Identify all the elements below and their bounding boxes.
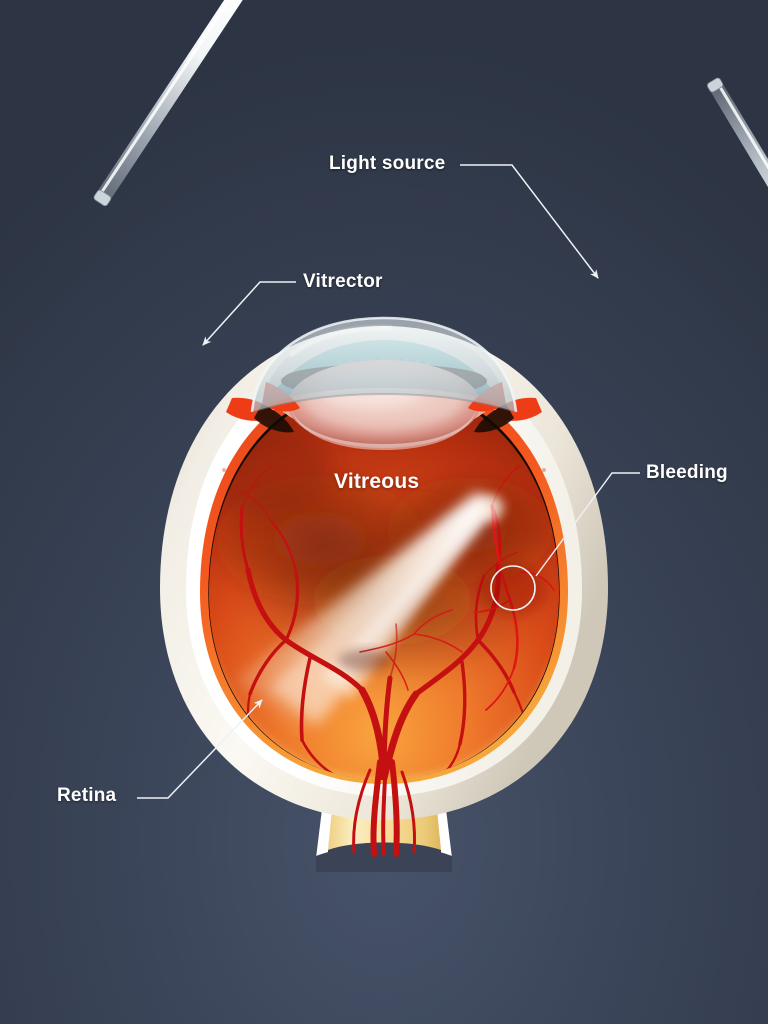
limbus-line	[251, 392, 517, 413]
label-vitreous: Vitreous	[334, 470, 420, 493]
cornea-inner	[262, 326, 506, 406]
bleeding-annotation-circle	[490, 565, 536, 611]
light-source-glow	[478, 495, 504, 521]
leader-vitrector	[202, 281, 296, 346]
ciliary-shadow	[254, 404, 514, 433]
cornea-edge	[250, 316, 518, 413]
light-source-instrument[interactable]	[478, 77, 768, 521]
vitrector-tip-shadow	[338, 649, 390, 671]
optic-nerve-vessels	[352, 758, 416, 857]
anterior-segment	[226, 316, 542, 450]
label-light-source: Light source	[329, 153, 446, 174]
label-vitrector: Vitrector	[303, 271, 383, 292]
vitrector-instrument[interactable]	[93, 0, 418, 671]
label-retina: Retina	[57, 785, 117, 806]
leader-retina	[137, 699, 263, 799]
cornea-highlight	[288, 325, 393, 358]
leader-light-source	[460, 164, 599, 279]
leader-bleeding	[490, 472, 640, 611]
label-bleeding: Bleeding	[646, 462, 728, 483]
